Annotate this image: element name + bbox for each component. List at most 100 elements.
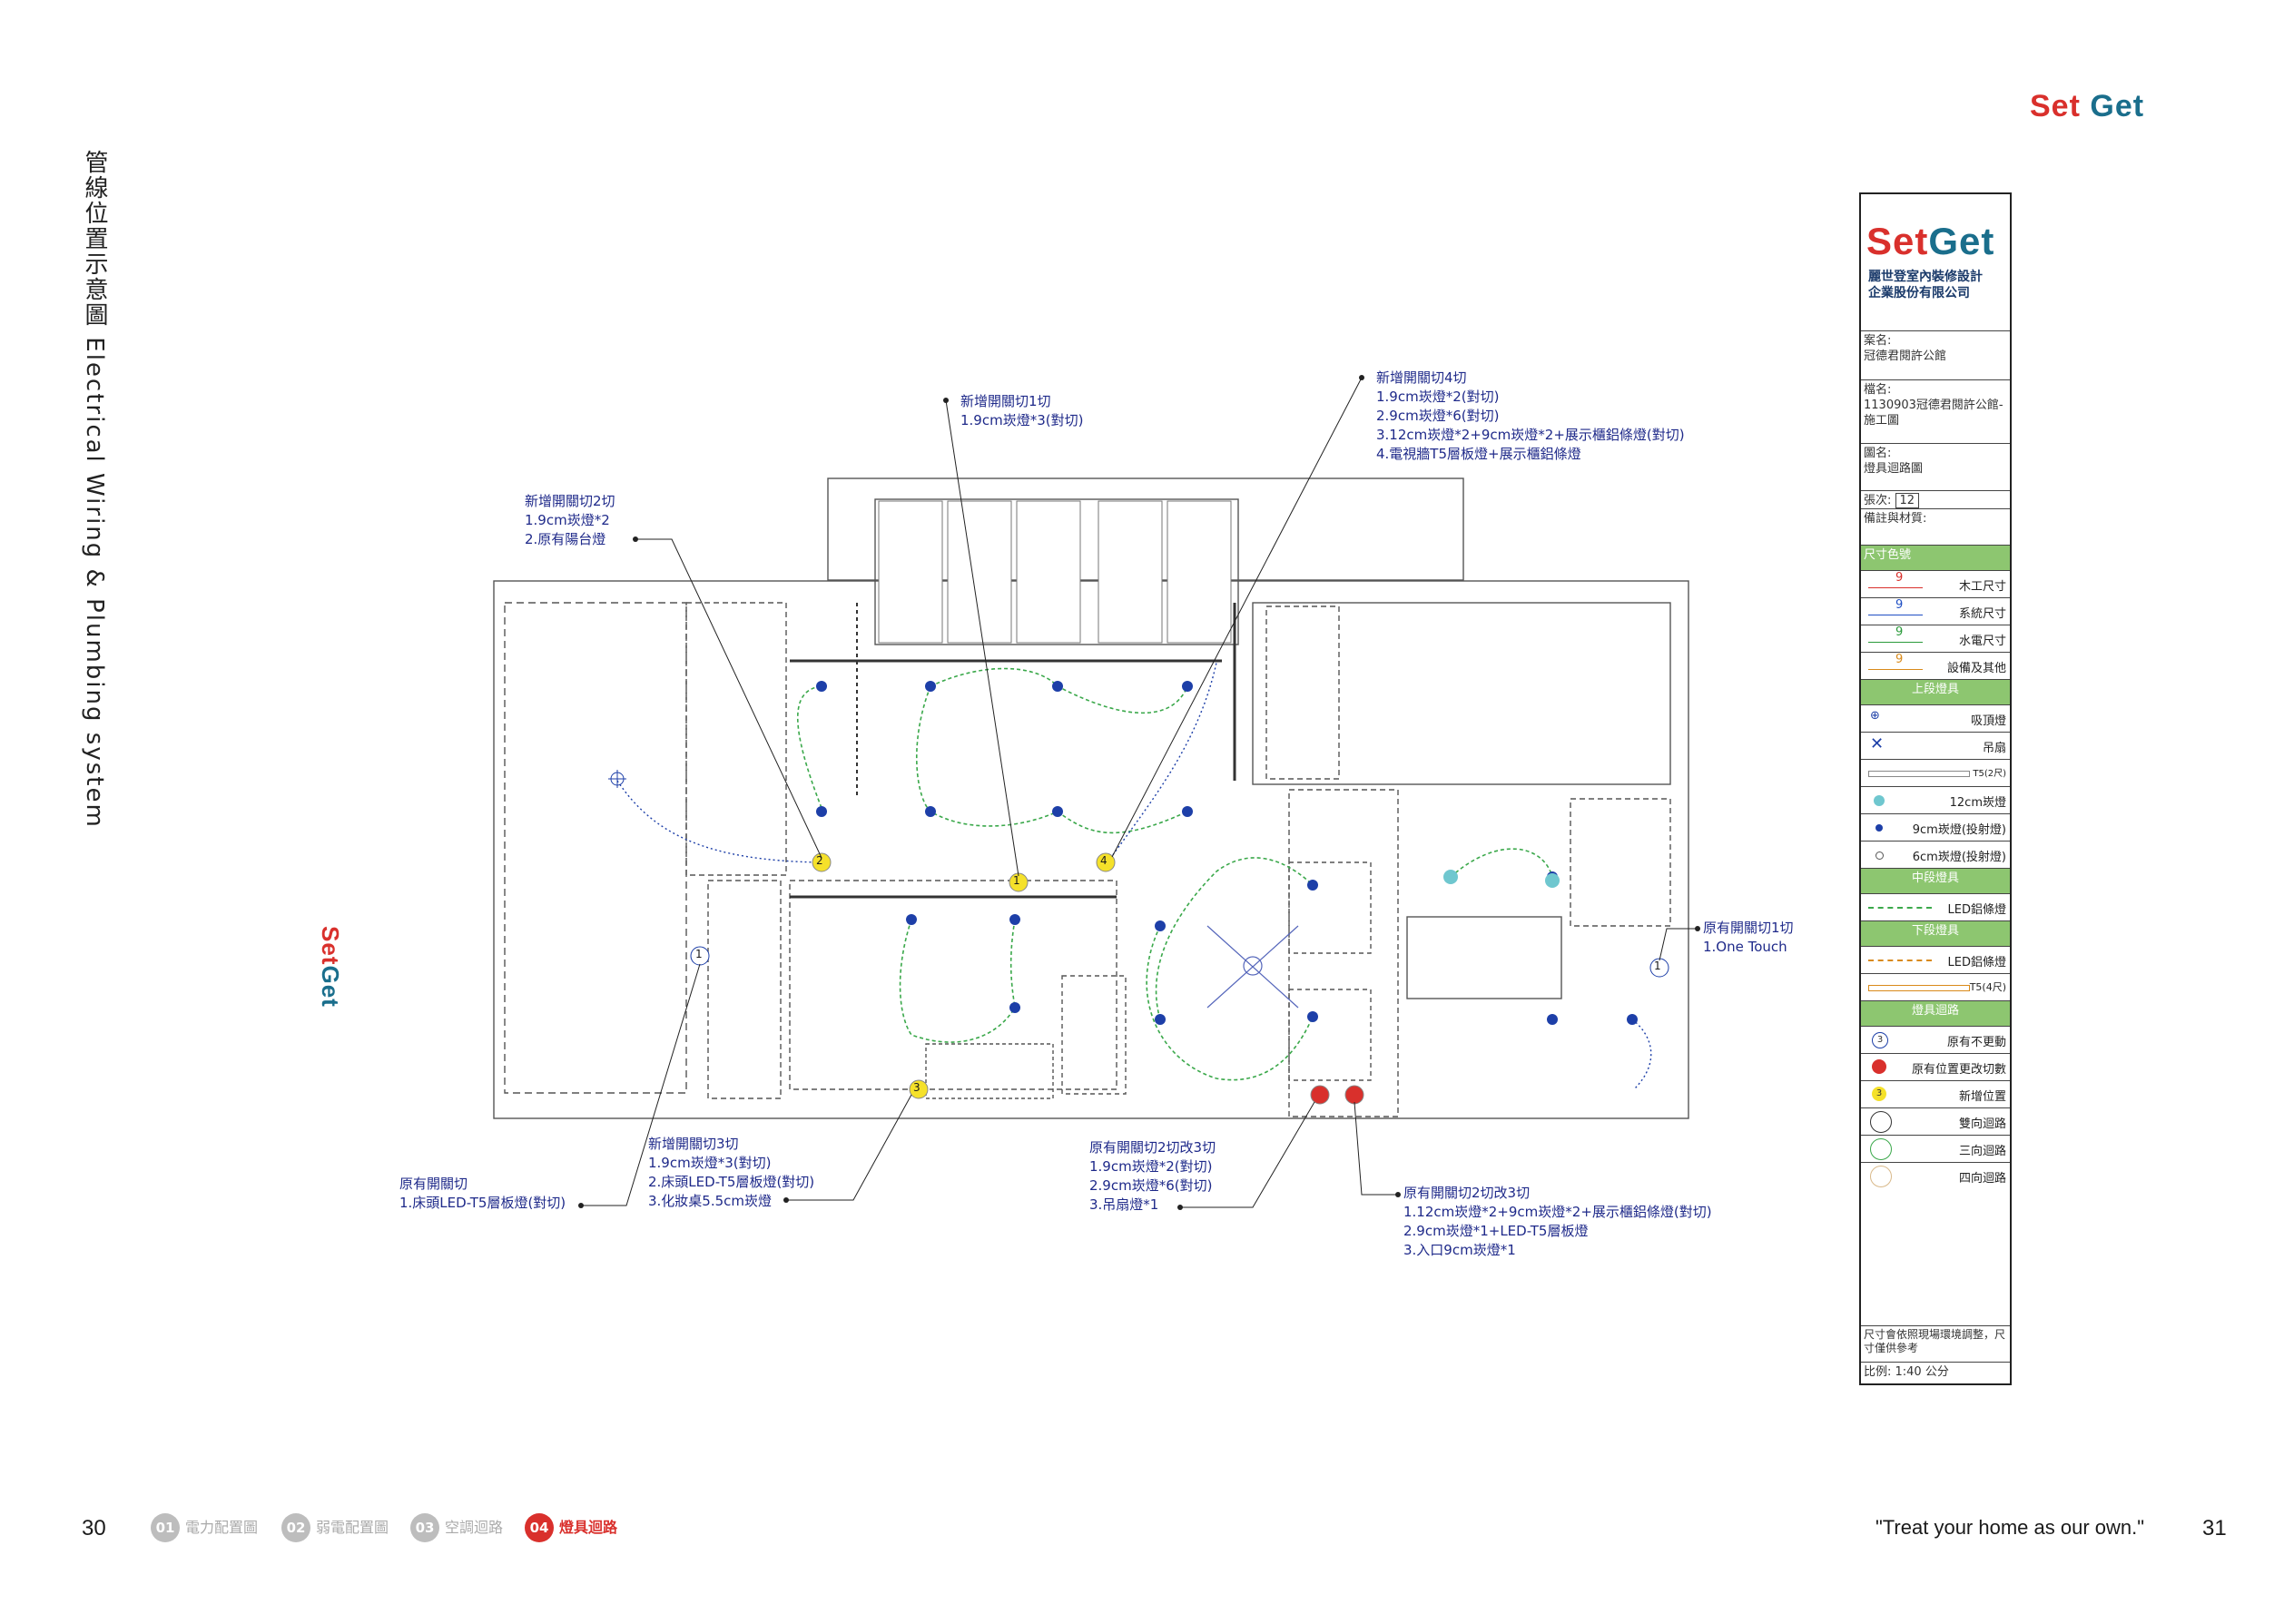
9cm-downlight-icon	[1875, 824, 1883, 832]
annotation-new-switch-4: 新增開關切4切 1.9cm崁燈*2(對切) 2.9cm崁燈*6(對切) 3.12…	[1376, 369, 1685, 464]
annotation-title: 原有開關切2切改3切	[1089, 1139, 1216, 1156]
dining-chair-2	[1288, 989, 1372, 1081]
wardrobe	[685, 602, 787, 876]
annotation-new-switch-2: 新增開關切2切 1.9cm崁燈*2 2.原有陽台燈	[525, 492, 615, 549]
tab-number: 01	[151, 1513, 180, 1542]
unchanged-marker-icon: 3	[1872, 1032, 1888, 1048]
tab-power[interactable]: 01 電力配置圖	[151, 1512, 258, 1543]
company-name-2: 企業股份有限公司	[1868, 286, 1970, 300]
annotation-line: 3.12cm崁燈*2+9cm崁燈*2+展示櫃鋁條燈(對切)	[1376, 427, 1685, 443]
legend-unchanged: 3 原有不更動	[1861, 1026, 2010, 1053]
annotation-existing-switch-1: 原有開關切1切 1.One Touch	[1703, 919, 1794, 957]
dimension-note: 尺寸會依照現場環境調整，尺寸僅供參考	[1864, 1328, 2006, 1354]
note-row: 尺寸會依照現場環境調整，尺寸僅供參考	[1861, 1325, 2010, 1362]
dim-label: 系統尺寸	[1958, 607, 2006, 621]
annotation-line: 2.9cm崁燈*1+LED-T5層板燈	[1403, 1223, 1589, 1239]
legend-low-led: LED鋁條燈	[1861, 946, 2010, 973]
dim-header: 尺寸色號	[1861, 545, 2010, 570]
dining-chair-1	[1288, 861, 1372, 954]
tab-number: 02	[281, 1513, 310, 1542]
title-block-logo: SetGet	[1866, 220, 1994, 263]
balcony	[504, 602, 687, 1094]
legend-two-way: 雙向迴路	[1861, 1107, 2010, 1135]
tab-label: 弱電配置圖	[316, 1519, 389, 1536]
t5-tube-icon	[1868, 771, 1970, 777]
ceiling-fan	[1206, 925, 1299, 1009]
ceiling-lamp-icon: ⊕	[1870, 709, 1880, 723]
annotation-title: 新增開關切4切	[1376, 369, 1467, 386]
brand-get: Get	[317, 965, 344, 1008]
legend-label: 三向迴路	[1958, 1145, 2006, 1158]
drawing-value: 燈具迴路圖	[1864, 462, 1924, 476]
tab-label: 燈具迴路	[559, 1519, 618, 1536]
closet	[1061, 975, 1127, 1095]
legend-ceiling-fan: ✕ 吊扇	[1861, 732, 2010, 759]
tub	[1265, 605, 1340, 780]
annotation-line: 1.9cm崁燈*2(對切)	[1376, 389, 1500, 405]
outer-wall	[493, 580, 1689, 1119]
title-block: SetGet 麗世登室內裝修設計 企業股份有限公司 案名: 冠德君閱許公館 檔名…	[1859, 192, 2012, 1385]
tab-lighting[interactable]: 04 燈具迴路	[525, 1512, 617, 1543]
case-label: 案名:	[1864, 334, 1892, 348]
page-number-left: 30	[82, 1516, 106, 1540]
annotation-existing-switch-2to3-a: 原有開關切2切改3切 1.9cm崁燈*2(對切) 2.9cm崁燈*6(對切) 3…	[1089, 1138, 1216, 1215]
two-way-icon	[1870, 1111, 1892, 1133]
brand-logo-top: Set Get	[2030, 89, 2144, 124]
upper-header: 上段燈具	[1861, 679, 2010, 704]
lower-header: 下段燈具	[1861, 920, 2010, 946]
annotation-title: 原有開關切1切	[1703, 920, 1794, 936]
circuit-header: 燈具迴路	[1861, 1000, 2010, 1026]
page-number-right: 31	[2202, 1516, 2227, 1540]
bed	[789, 880, 1117, 1090]
marker-number: 4	[1100, 854, 1108, 867]
legend-dim-plumbing: 9 水電尺寸	[1861, 625, 2010, 652]
legend-changed: 原有位置更改切數	[1861, 1053, 2010, 1080]
new-marker-icon: 3	[1872, 1087, 1886, 1101]
legend-ceiling-lamp: ⊕ 吸頂燈	[1861, 704, 2010, 732]
annotation-line: 1.12cm崁燈*2+9cm崁燈*2+展示櫃鋁條燈(對切)	[1403, 1204, 1712, 1220]
brand-set: Set	[2030, 89, 2081, 123]
legend-label: 原有位置更改切數	[1911, 1063, 2006, 1077]
desk	[925, 1043, 1054, 1099]
legend-label: LED鋁條燈	[1947, 903, 2006, 917]
marker-number: 2	[816, 854, 823, 867]
tab-number: 04	[525, 1513, 554, 1542]
legend-9cm: 9cm崁燈(投射燈)	[1861, 813, 2010, 841]
annotation-line: 2.原有陽台燈	[525, 531, 606, 547]
brand-get: Get	[1928, 220, 1995, 262]
6cm-downlight-icon	[1875, 851, 1884, 860]
four-way-icon	[1870, 1166, 1892, 1187]
legend-label: LED鋁條燈	[1947, 956, 2006, 969]
annotation-new-switch-1: 新增開關切1切 1.9cm崁燈*3(對切)	[960, 392, 1083, 430]
tab-low-voltage[interactable]: 02 弱電配置圖	[281, 1512, 389, 1543]
annotation-line: 2.9cm崁燈*6(對切)	[1376, 408, 1500, 424]
case-value: 冠德君閱許公館	[1864, 349, 1947, 363]
circuit-lines-blue	[616, 662, 1652, 1090]
legend-12cm: 12cm崁燈	[1861, 786, 2010, 813]
tab-label: 電力配置圖	[185, 1519, 259, 1536]
12cm-downlight-icon	[1874, 795, 1885, 806]
cabinet-block	[874, 498, 1239, 645]
dim-label: 水電尺寸	[1958, 635, 2006, 648]
legend-three-way: 三向迴路	[1861, 1135, 2010, 1162]
ceiling-lamp	[608, 770, 626, 788]
brand-get: Get	[2090, 89, 2145, 123]
legend-label: 新增位置	[1958, 1090, 2006, 1104]
legend-label: 9cm崁燈(投射燈)	[1912, 823, 2006, 837]
remark-label: 備註與材質:	[1864, 512, 1927, 526]
annotation-title: 新增開關切3切	[648, 1136, 739, 1152]
middle-header: 中段燈具	[1861, 868, 2010, 893]
legend-dim-system: 9 系統尺寸	[1861, 597, 2010, 625]
annotation-title: 原有開關切	[399, 1176, 468, 1192]
marker-number: 1	[1654, 960, 1661, 972]
annotation-line: 1.9cm崁燈*3(對切)	[648, 1155, 772, 1171]
dim-number: 9	[1895, 653, 1904, 666]
legend-label: 6cm崁燈(投射燈)	[1912, 851, 2006, 864]
annotation-existing-switch: 原有開關切 1.床頭LED-T5層板燈(對切)	[399, 1175, 566, 1213]
legend-label: 吸頂燈	[1970, 714, 2006, 728]
partition-walls	[790, 603, 1236, 899]
legend-t5-2ft: T5(2尺)	[1861, 759, 2010, 786]
leader-lines	[581, 377, 1698, 1208]
